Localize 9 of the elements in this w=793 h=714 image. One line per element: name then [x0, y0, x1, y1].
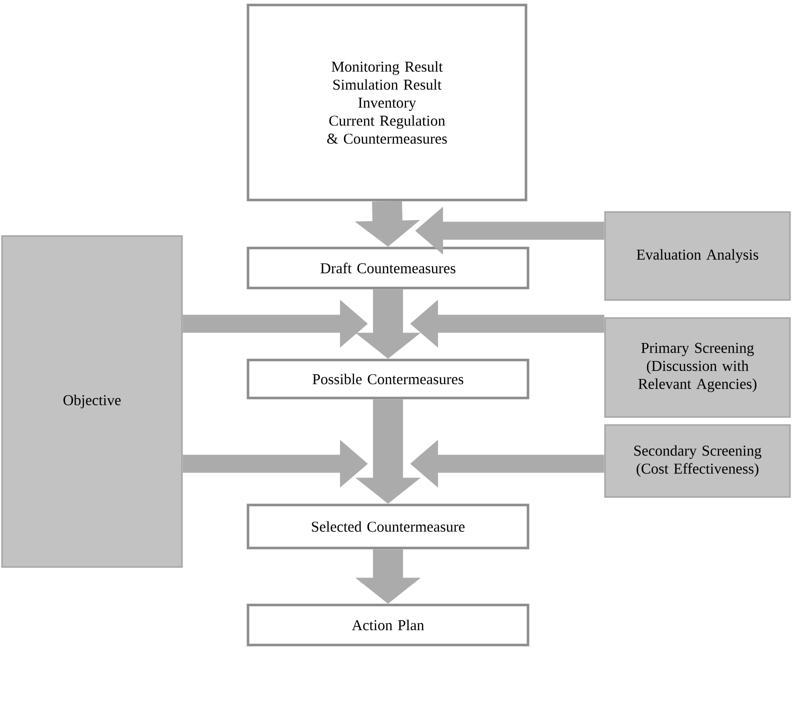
input-box: Secondary Screening (Cost Effectiveness) — [604, 424, 791, 498]
process-box: Action Plan — [246, 604, 530, 646]
input-box: Primary Screening (Discussion with Relevant Agencies) — [604, 317, 791, 418]
process-box: Draft Countemeasures — [246, 246, 530, 290]
process-box: Selected Countermeasure — [246, 504, 530, 550]
input-box: Objective — [1, 235, 183, 568]
input-box: Evaluation Analysis — [604, 211, 791, 301]
process-box: Possible Contermeasures — [246, 358, 530, 400]
process-box: Monitoring Result Simulation Result Inventory Current Regulation & Countermeasures — [246, 4, 528, 202]
